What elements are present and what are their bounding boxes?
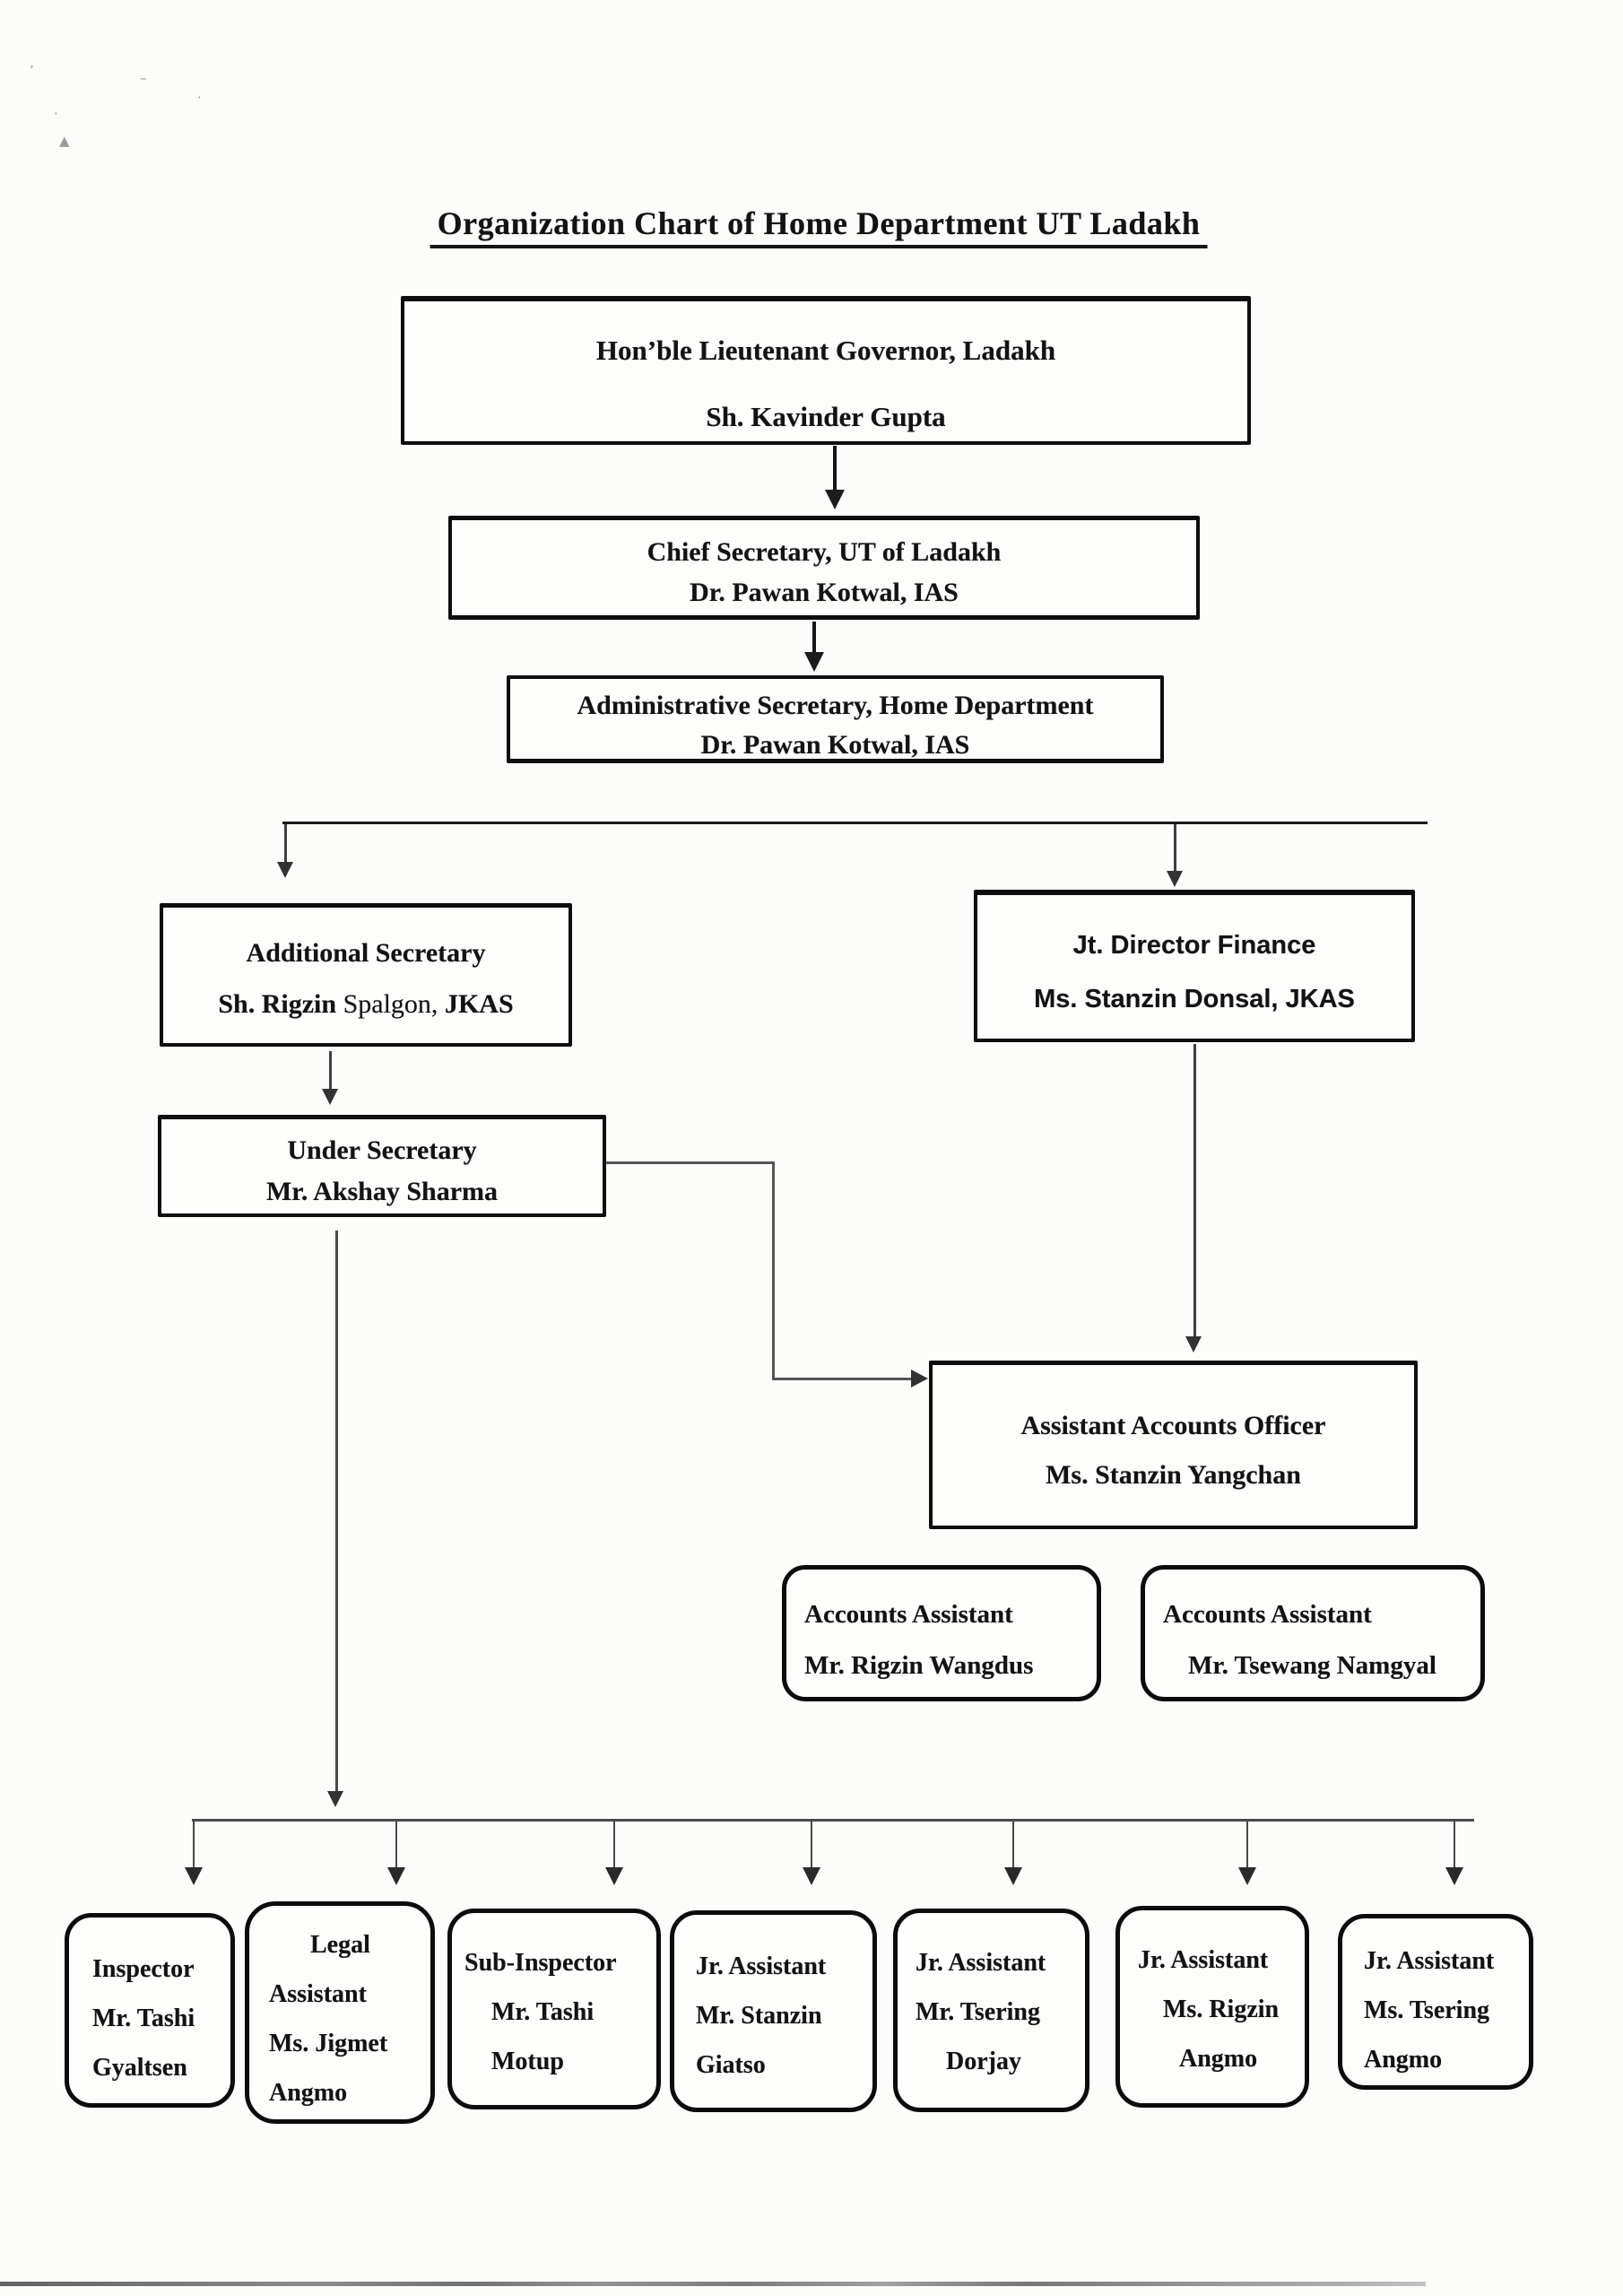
person-label: Sh. Kavinder Gupta — [706, 401, 946, 432]
org-node-jt-director-finance: Jt. Director Finance Ms. Stanzin Donsal,… — [974, 890, 1415, 1042]
staff-rail — [192, 1819, 1474, 1822]
arrow-down-icon — [803, 1867, 820, 1885]
role-label: Jt. Director Finance — [1072, 931, 1316, 960]
role-label: Jr. Assistant — [696, 1952, 827, 1980]
scan-speck: · — [54, 106, 58, 122]
scan-speck: ’ — [30, 63, 34, 79]
person-label: Mr. Akshay Sharma — [265, 1177, 499, 1206]
connector-to-staff-0 — [193, 1822, 195, 1870]
branch-rail — [282, 822, 1428, 824]
arrow-down-icon — [387, 1867, 405, 1885]
page-title: Organization Chart of Home Department UT… — [430, 204, 1208, 248]
person-label: Angmo — [1179, 2045, 1258, 2073]
person-label: Giatso — [696, 2051, 766, 2079]
connector-to-additional-secretary — [284, 824, 287, 865]
role-label: Under Secretary — [287, 1135, 477, 1165]
role-label: Administrative Secretary, Home Departmen… — [577, 691, 1094, 720]
staff-node-jr-assistant-4: Jr. Assistant Ms. Tsering Angmo — [1338, 1914, 1533, 2090]
person-label: Ms. Tsering — [1364, 1996, 1490, 2024]
arrow-down-icon — [804, 652, 824, 672]
person-label: Dr. Pawan Kotwal, IAS — [700, 730, 970, 760]
role-label: Accounts Assistant — [1163, 1600, 1372, 1629]
role-label: Assistant — [269, 1980, 367, 2008]
org-node-accounts-assistant-1: Accounts Assistant Mr. Rigzin Wangdus — [782, 1565, 1101, 1701]
person-label: Mr. Tsering — [916, 1998, 1040, 2026]
connector-to-staff-5 — [1246, 1822, 1248, 1870]
person-label: Ms. Jigmet — [269, 2030, 388, 2057]
person-label: Mr. Stanzin — [696, 2002, 822, 2030]
arrow-down-icon — [327, 1791, 343, 1807]
connector-cs-to-as — [812, 622, 816, 656]
role-label: Legal — [310, 1931, 370, 1959]
connector-to-staff-6 — [1454, 1822, 1455, 1870]
role-label: Chief Secretary, UT of Ladakh — [647, 537, 1002, 567]
staff-node-jr-assistant-2: Jr. Assistant Mr. Tsering Dorjay — [893, 1909, 1089, 2112]
connector-us-to-aao — [772, 1378, 913, 1380]
staff-node-jr-assistant-1: Jr. Assistant Mr. Stanzin Giatso — [670, 1910, 877, 2112]
org-node-accounts-assistant-2: Accounts Assistant Mr. Tsewang Namgyal — [1141, 1565, 1485, 1701]
org-node-under-secretary: Under Secretary Mr. Akshay Sharma — [158, 1115, 606, 1217]
person-label: Dorjay — [946, 2048, 1021, 2075]
person-label: Sh. Rigzin Spalgon, JKAS — [218, 989, 514, 1019]
arrow-right-icon — [911, 1370, 928, 1387]
connector-us-to-aao — [606, 1161, 775, 1164]
person-label: Mr. Tashi — [92, 2005, 195, 2032]
person-label: Ms. Stanzin Yangchan — [1046, 1460, 1301, 1490]
person-label: Mr. Tashi — [491, 1998, 595, 2026]
arrow-down-icon — [1185, 1336, 1202, 1352]
org-node-administrative-secretary: Administrative Secretary, Home Departmen… — [507, 675, 1164, 763]
person-label: Angmo — [269, 2079, 348, 2107]
scan-speck: – — [140, 70, 147, 86]
connector-us-to-aao — [772, 1161, 775, 1380]
person-label: Motup — [491, 2048, 564, 2075]
role-label: Additional Secretary — [246, 938, 486, 968]
arrow-down-icon — [322, 1089, 338, 1105]
staff-node-sub-inspector: Sub-Inspector Mr. Tashi Motup — [447, 1909, 661, 2109]
arrow-down-icon — [185, 1867, 203, 1885]
role-label: Assistant Accounts Officer — [1020, 1411, 1326, 1440]
arrow-down-icon — [1167, 871, 1183, 887]
org-node-additional-secretary: Additional Secretary Sh. Rigzin Spalgon,… — [160, 903, 572, 1047]
connector-us-to-staff-rail — [335, 1231, 338, 1796]
connector-to-staff-2 — [613, 1822, 615, 1870]
org-node-assistant-accounts-officer: Assistant Accounts Officer Ms. Stanzin Y… — [929, 1361, 1418, 1529]
arrow-down-icon — [825, 490, 845, 509]
arrow-down-icon — [277, 862, 293, 878]
scan-speck: · — [197, 90, 202, 106]
scan-edge-artifact — [0, 2282, 1426, 2286]
connector-to-staff-3 — [811, 1822, 812, 1870]
arrow-down-icon — [605, 1867, 623, 1885]
role-label: Accounts Assistant — [804, 1600, 1013, 1629]
staff-node-jr-assistant-3: Jr. Assistant Ms. Rigzin Angmo — [1115, 1906, 1309, 2108]
connector-to-staff-1 — [395, 1822, 397, 1870]
person-label: Mr. Rigzin Wangdus — [804, 1651, 1034, 1680]
role-label: Jr. Assistant — [1364, 1947, 1495, 1975]
org-node-chief-secretary: Chief Secretary, UT of Ladakh Dr. Pawan … — [448, 516, 1200, 620]
person-label: Dr. Pawan Kotwal, IAS — [690, 578, 959, 607]
connector-to-jt-director-finance — [1174, 824, 1176, 874]
org-node-lieutenant-governor: Hon’ble Lieutenant Governor, Ladakh Sh. … — [401, 296, 1251, 445]
connector-addsec-to-us — [329, 1051, 332, 1092]
person-label: Gyaltsen — [92, 2054, 187, 2082]
role-label: Jr. Assistant — [1138, 1946, 1269, 1974]
connector-jdf-to-aao — [1193, 1044, 1196, 1340]
connector-to-staff-4 — [1012, 1822, 1014, 1870]
person-label: Angmo — [1364, 2046, 1443, 2074]
role-label: Sub-Inspector — [464, 1949, 617, 1977]
person-label: Ms. Rigzin — [1163, 1996, 1280, 2023]
arrow-down-icon — [1238, 1867, 1256, 1885]
role-label: Jr. Assistant — [916, 1949, 1046, 1977]
person-label: Mr. Tsewang Namgyal — [1188, 1651, 1436, 1680]
connector-lg-to-cs — [833, 446, 837, 492]
arrow-down-icon — [1445, 1867, 1463, 1885]
person-label: Ms. Stanzin Donsal, JKAS — [1034, 985, 1355, 1013]
role-label: Hon’ble Lieutenant Governor, Ladakh — [595, 335, 1056, 366]
staff-node-legal-assistant: Legal Assistant Ms. Jigmet Angmo — [245, 1901, 435, 2124]
arrow-down-icon — [1004, 1867, 1022, 1885]
role-label: Inspector — [92, 1955, 195, 1983]
scan-speck: ▲︎ — [59, 133, 70, 149]
staff-node-inspector: Inspector Mr. Tashi Gyaltsen — [65, 1913, 235, 2108]
